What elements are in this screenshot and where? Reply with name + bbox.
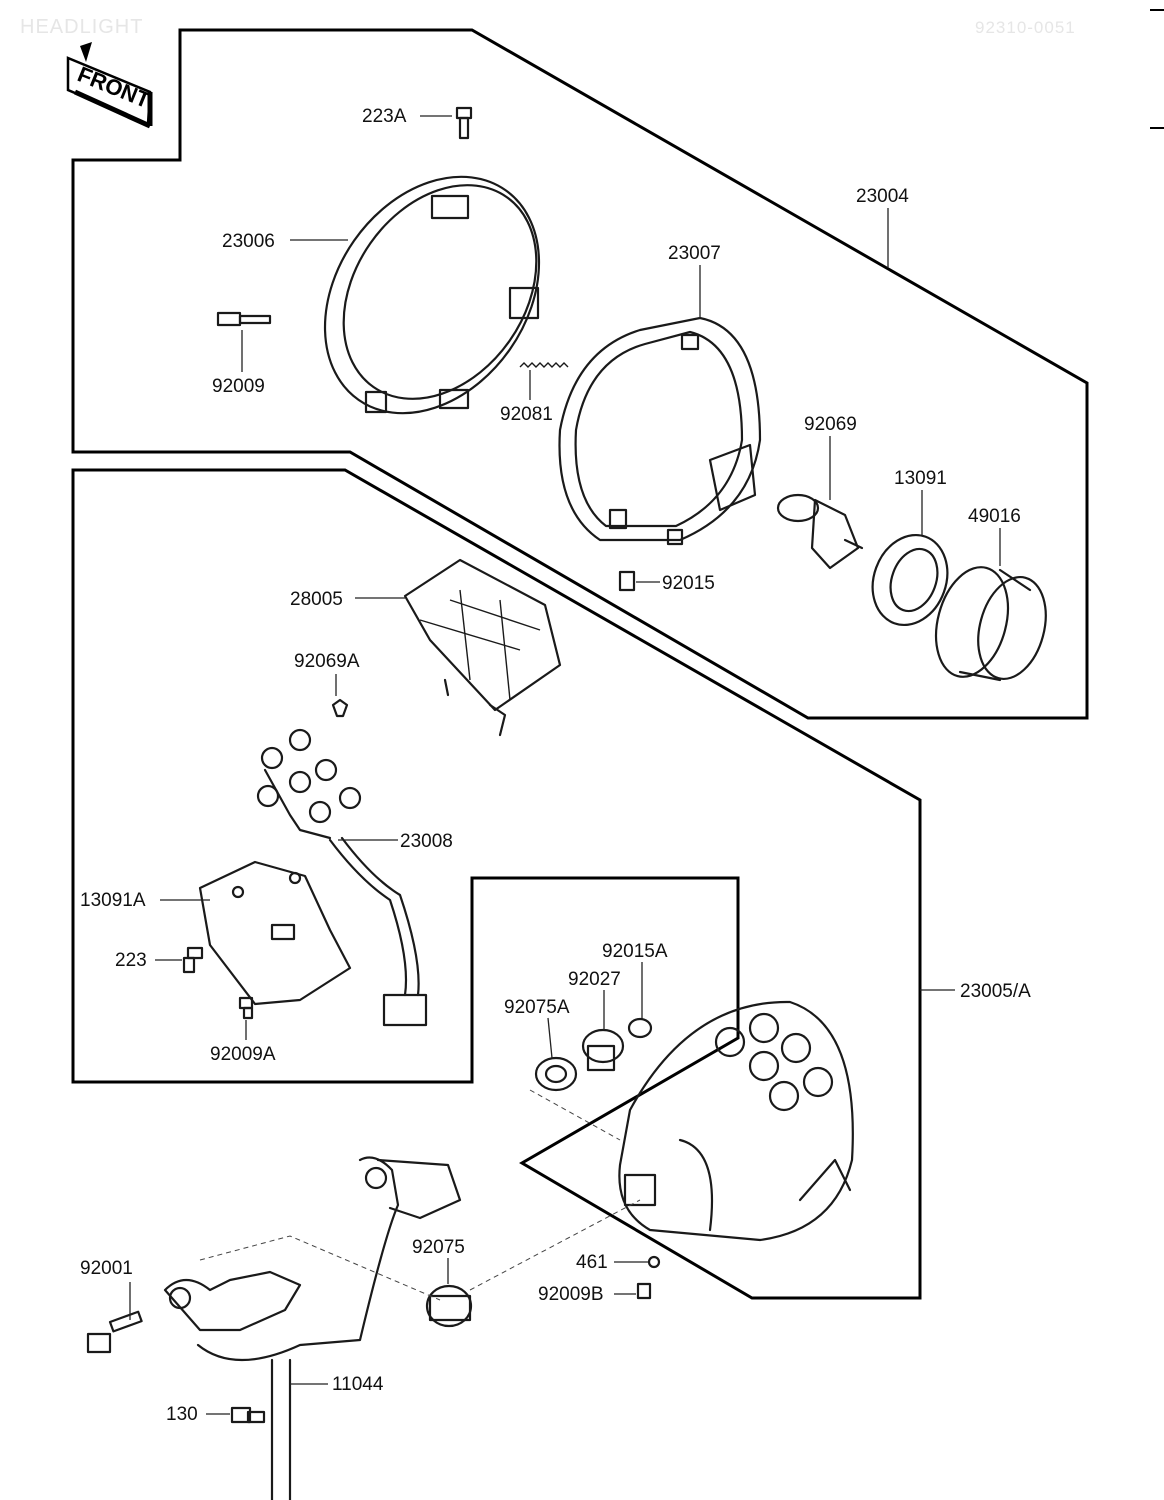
part-label: 13091 — [894, 468, 947, 489]
bolt-92001 — [86, 1310, 143, 1354]
mounting-ring-23007 — [558, 316, 762, 546]
alignment-line — [529, 1089, 621, 1141]
part-label: 92081 — [500, 404, 553, 425]
headlight-rim-23006 — [323, 175, 541, 415]
part-label: 92015 — [662, 573, 715, 594]
alignment-line — [469, 1199, 641, 1291]
part-label: 92001 — [80, 1258, 133, 1279]
bracket-13091a — [198, 860, 352, 1006]
section-title: HEADLIGHT — [20, 16, 144, 38]
part-label: 92075 — [412, 1237, 465, 1258]
part-label: 92075A — [504, 997, 570, 1018]
screw-92009 — [216, 311, 272, 327]
assembly-boundary-23005 — [71, 468, 922, 1300]
nut-92015a — [627, 1017, 653, 1039]
part-label: 223A — [362, 106, 407, 127]
part-label: 28005 — [290, 589, 343, 610]
leader-lines — [129, 115, 1001, 1415]
part-label: 49016 — [968, 506, 1021, 527]
part-label: 11044 — [332, 1374, 384, 1395]
part-label: 23005/A — [960, 981, 1031, 1002]
part-label: 23006 — [222, 231, 275, 252]
spring-92081 — [519, 362, 569, 368]
bulb-92069a — [331, 698, 349, 718]
grommet-92075 — [425, 1284, 473, 1328]
part-label: 13091A — [80, 890, 146, 911]
assembly-boundary-23004 — [71, 28, 1089, 720]
part-label: 92069A — [294, 651, 360, 672]
part-label: 130 — [166, 1404, 198, 1425]
part-label: 23007 — [668, 243, 721, 264]
part-label: 23004 — [856, 186, 909, 207]
nut-461 — [647, 1255, 661, 1269]
part-label: 92009 — [212, 376, 265, 397]
bulb-92069 — [776, 493, 864, 570]
screw-92009a — [238, 996, 254, 1020]
collar-92027 — [581, 1028, 625, 1072]
part-label: 92027 — [568, 969, 621, 990]
part-label: 23008 — [400, 831, 453, 852]
bracket-11044 — [163, 1156, 462, 1500]
part-label: 223 — [115, 950, 147, 971]
part-label: 461 — [576, 1252, 608, 1273]
part-label: 92069 — [804, 414, 857, 435]
part-label: 92009B — [538, 1284, 604, 1305]
screw-223 — [182, 946, 204, 974]
indicator-panel-28005 — [403, 558, 562, 737]
screw-223a — [455, 106, 473, 140]
bolt-130 — [230, 1406, 266, 1424]
retaining-ring-13091 — [871, 533, 949, 627]
screw-92009b — [636, 1282, 652, 1300]
drawing-code: 92310-0051 — [975, 18, 1076, 37]
socket-harness-23008 — [256, 728, 428, 1027]
front-arrow-icon: FRONT — [66, 42, 154, 129]
dust-cover-49016 — [935, 566, 1047, 682]
part-label: 92015A — [602, 941, 668, 962]
headlight-case-23005a — [618, 1000, 854, 1242]
grommet-92075a — [534, 1056, 578, 1092]
screw-92015 — [618, 570, 636, 592]
part-label: 92009A — [210, 1044, 276, 1065]
alignment-line — [199, 1235, 441, 1301]
